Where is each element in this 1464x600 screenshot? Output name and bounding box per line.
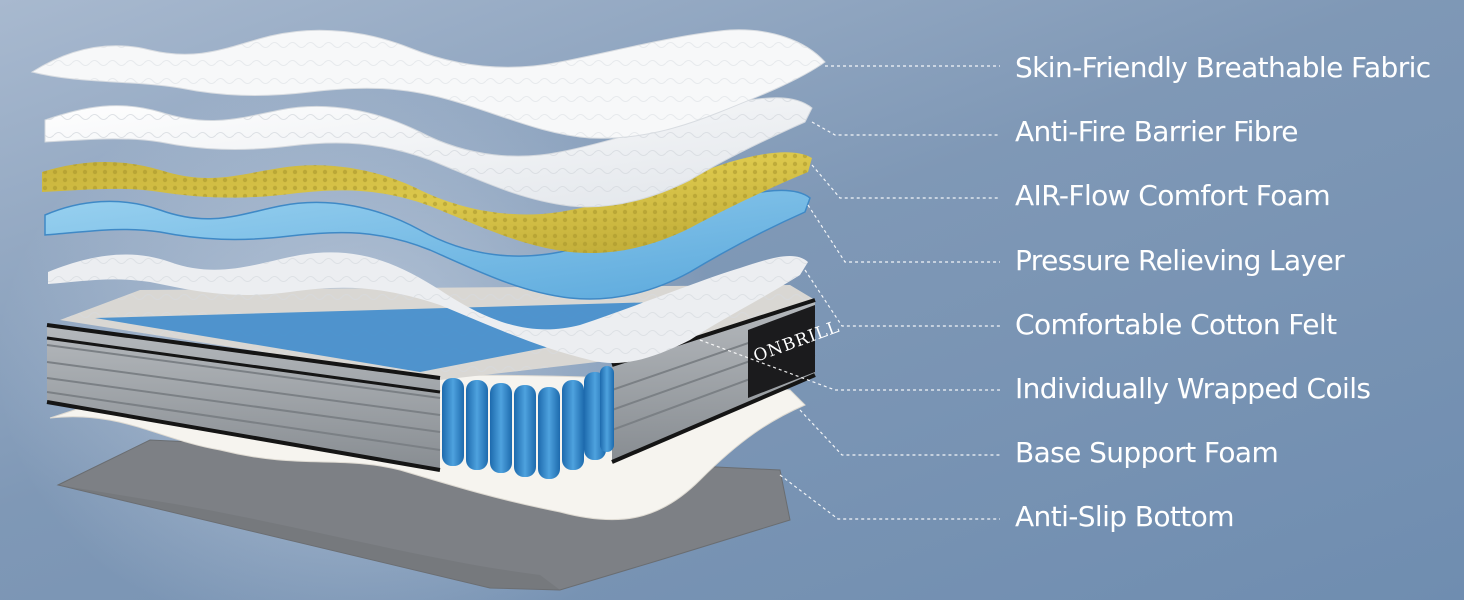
coil-row-top <box>95 300 740 372</box>
label-cotton-felt: Comfortable Cotton Felt <box>1015 308 1337 341</box>
pressure-relieving-layer <box>44 189 811 300</box>
label-base-support-foam: Base Support Foam <box>1015 436 1279 469</box>
leader-line-4 <box>807 204 1000 263</box>
leader-line-6 <box>699 339 1000 391</box>
leader-line-2 <box>811 121 1000 136</box>
label-wrapped-coils: Individually Wrapped Coils <box>1015 372 1371 405</box>
label-anti-slip-bottom: Anti-Slip Bottom <box>1015 500 1234 533</box>
leader-line-8 <box>779 474 1000 520</box>
mattress-body: ONBRILL <box>46 285 843 479</box>
leader-line-3 <box>811 164 1000 199</box>
label-air-flow-foam: AIR-Flow Comfort Foam <box>1015 179 1331 212</box>
wrapped-coils <box>442 366 614 479</box>
leader-line-7 <box>799 409 1000 456</box>
label-anti-fire-barrier: Anti-Fire Barrier Fibre <box>1015 115 1299 148</box>
leader-lines <box>699 65 1000 520</box>
leader-line-5 <box>804 269 1000 327</box>
label-breathable-fabric: Skin-Friendly Breathable Fabric <box>1015 51 1431 84</box>
label-pressure-relieving: Pressure Relieving Layer <box>1015 244 1345 277</box>
